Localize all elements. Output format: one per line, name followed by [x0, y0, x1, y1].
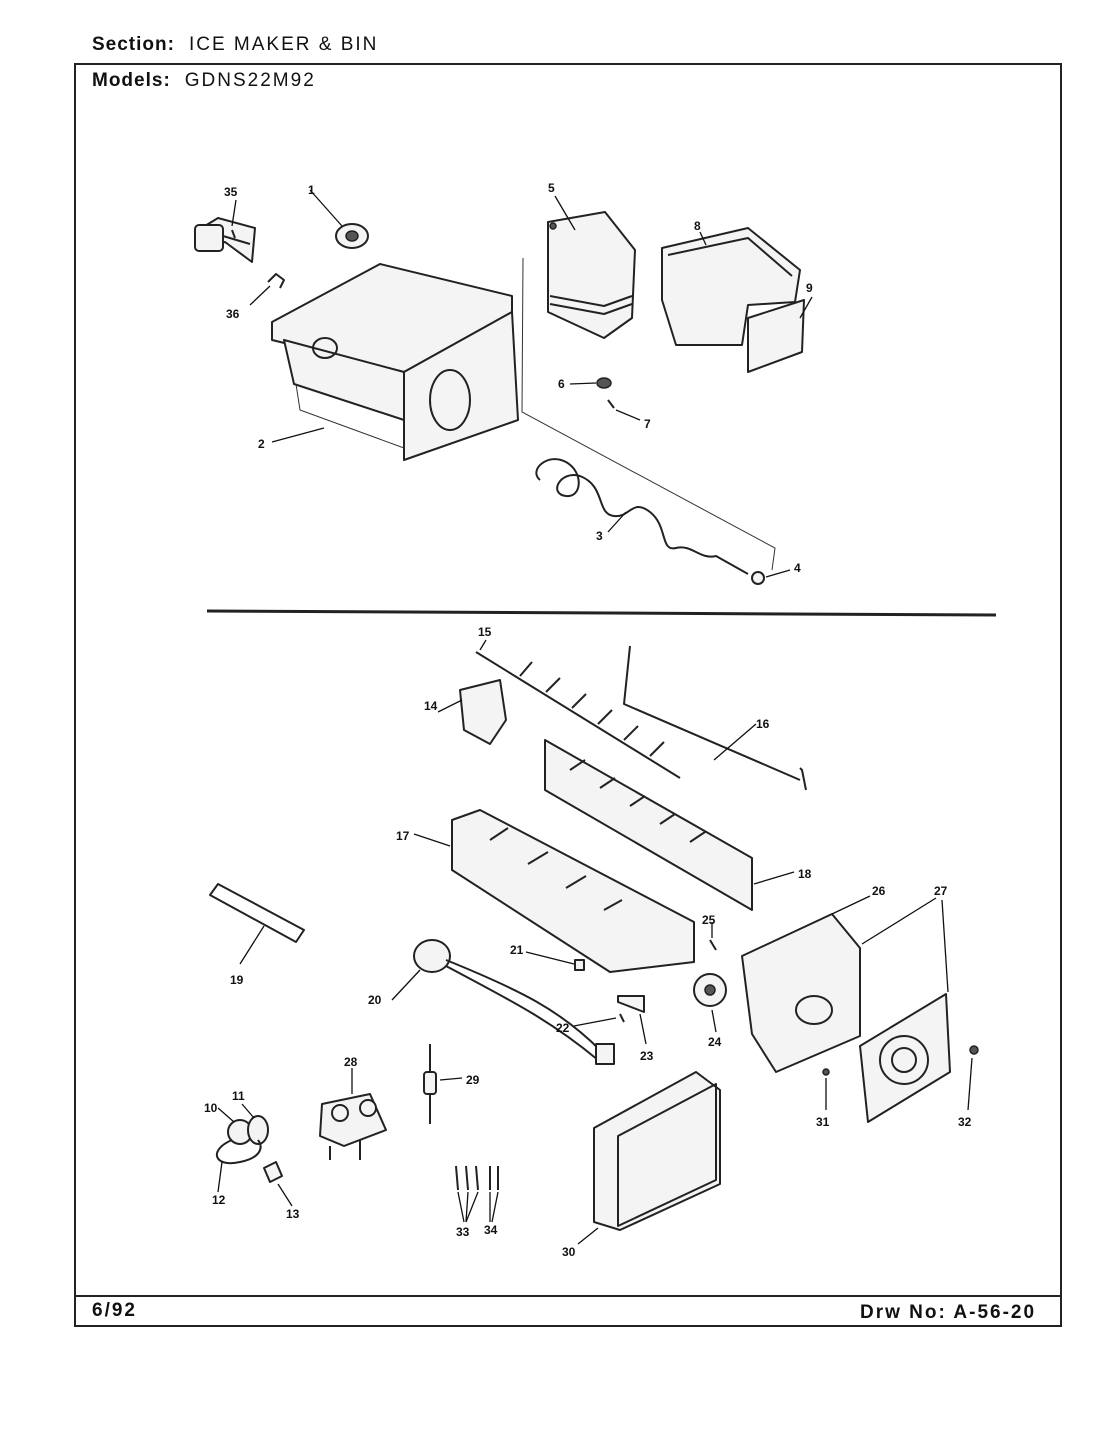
- callout-20: 20: [368, 993, 382, 1007]
- callout-14: 14: [424, 699, 438, 713]
- callout-10: 10: [204, 1101, 218, 1115]
- callout-18: 18: [798, 867, 812, 881]
- part-26-housing: [741, 913, 861, 1073]
- part-1-auger-cap: [335, 223, 369, 249]
- callout-35: 35: [224, 185, 238, 199]
- part-9-door-flap: [747, 299, 805, 373]
- part-30-cover: [593, 1071, 721, 1231]
- callout-34: 34: [484, 1223, 498, 1237]
- part-4-connector: [751, 571, 765, 585]
- models-label: Models:: [92, 70, 171, 91]
- upper-leader-lines: [231, 189, 813, 578]
- callout-25: 25: [702, 913, 716, 927]
- callout-22: 22: [556, 1021, 570, 1035]
- lower-leader-lines: [217, 639, 973, 1245]
- part-5-ice-chute: [547, 211, 636, 339]
- part-20-thermostat-harness: [413, 939, 615, 1065]
- part-2-ice-bin: [271, 263, 519, 461]
- callout-29: 29: [466, 1073, 480, 1087]
- part-23-bracket: [617, 995, 645, 1013]
- drawing-frame: [74, 63, 1062, 1327]
- callout-1: 1: [308, 183, 315, 197]
- callout-24: 24: [708, 1035, 722, 1049]
- part-36-clip: [267, 273, 285, 289]
- part-35-auger-motor: [194, 217, 256, 263]
- part-28-water-valve: [319, 1093, 387, 1160]
- part-10-11-valve-body: [227, 1115, 269, 1145]
- part-29-fitting: [423, 1044, 437, 1124]
- callout-4: 4: [794, 561, 801, 575]
- part-16-shutoff-arm: [623, 645, 807, 791]
- part-19-heater-rod: [209, 883, 305, 943]
- part-31-screw: [822, 1068, 830, 1076]
- part-13-nut: [263, 1161, 283, 1183]
- section-row: Section: ICE MAKER & BIN: [92, 34, 378, 56]
- callout-17: 17: [396, 829, 410, 843]
- part-8-chute-duct: [661, 227, 801, 346]
- models-row: Models: GDNS22M92: [92, 70, 316, 92]
- part-24-gear: [693, 973, 727, 1007]
- callout-3: 3: [596, 529, 603, 543]
- callout-32: 32: [958, 1115, 972, 1129]
- callout-7: 7: [644, 417, 651, 431]
- callout-16: 16: [756, 717, 770, 731]
- section-label: Section:: [92, 34, 175, 55]
- part-14-bracket: [459, 679, 507, 745]
- callout-12: 12: [212, 1193, 226, 1207]
- callout-23: 23: [640, 1049, 654, 1063]
- callout-33: 33: [456, 1225, 470, 1239]
- callout-2: 2: [258, 437, 265, 451]
- callout-21: 21: [510, 943, 524, 957]
- footer-date: 6/92: [92, 1300, 137, 1321]
- part-33-34-screws: [455, 1165, 499, 1191]
- part-17-mold: [451, 809, 695, 973]
- part-32-screw: [969, 1045, 979, 1055]
- part-15-ejector-shaft: [475, 651, 681, 779]
- footer-drawing-number: Drw No: A-56-20: [860, 1302, 1037, 1323]
- callout-13: 13: [286, 1207, 300, 1221]
- models-value: GDNS22M92: [184, 70, 316, 91]
- callout-6: 6: [558, 377, 565, 391]
- callout-labels: 1 2 3 4 5 6 7 8 9 10 11 12 13 14 15 16 1…: [204, 181, 972, 1259]
- callout-30: 30: [562, 1245, 576, 1259]
- part-27-motor-plate: [859, 993, 951, 1123]
- footer-divider: [74, 1295, 1062, 1297]
- callout-31: 31: [816, 1115, 830, 1129]
- part-12-tube: [215, 1139, 262, 1165]
- part-21-clip: [574, 959, 585, 971]
- callout-11: 11: [232, 1089, 245, 1103]
- callout-8: 8: [694, 219, 701, 233]
- callout-28: 28: [344, 1055, 358, 1069]
- part-7-screw: [607, 399, 615, 409]
- part-3-heater-coil: [535, 458, 749, 575]
- callout-15: 15: [478, 625, 492, 639]
- part-22-screw: [619, 1013, 625, 1023]
- callout-27: 27: [934, 884, 948, 898]
- callout-5: 5: [548, 181, 555, 195]
- callout-26: 26: [872, 884, 886, 898]
- section-divider: [206, 609, 997, 617]
- callout-36: 36: [226, 307, 240, 321]
- part-18-stripper: [544, 739, 753, 911]
- callout-9: 9: [806, 281, 813, 295]
- callout-19: 19: [230, 973, 244, 987]
- part-6-grommet: [596, 377, 612, 389]
- section-value: ICE MAKER & BIN: [188, 34, 379, 55]
- part-25-spring: [709, 939, 717, 951]
